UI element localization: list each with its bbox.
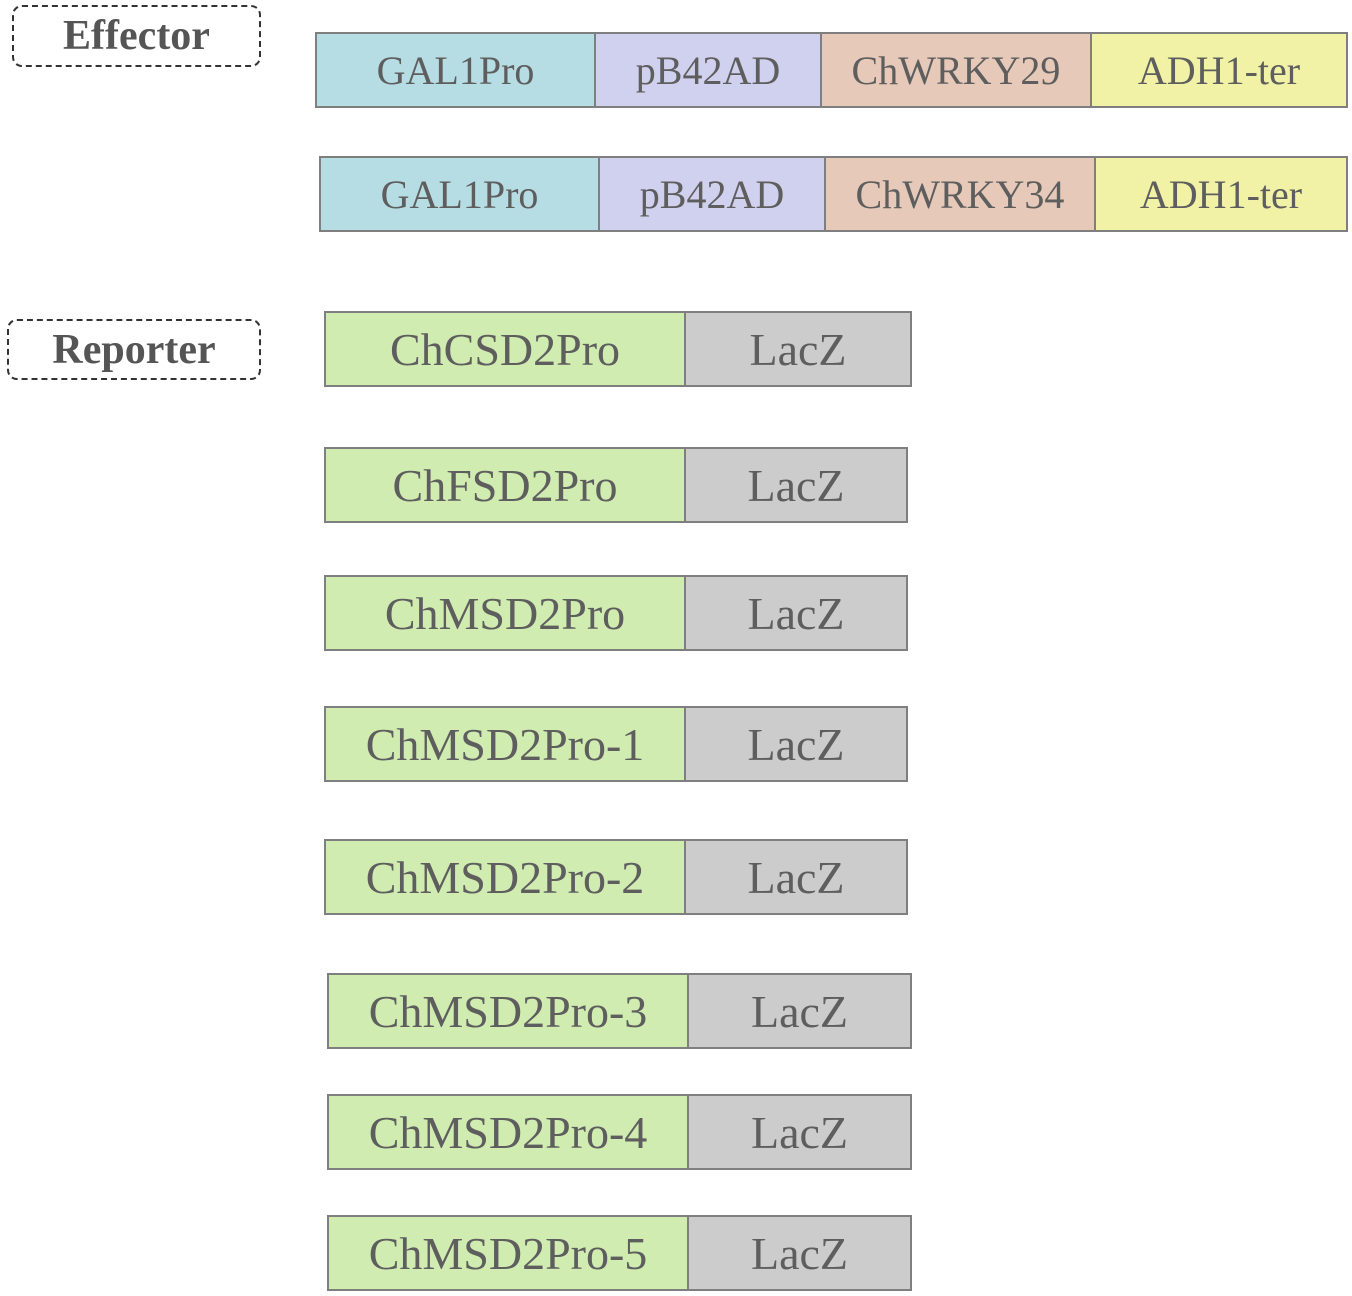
segment-lacz: LacZ: [684, 313, 910, 385]
segment-reporter-promoter: ChFSD2Pro: [326, 449, 684, 521]
segment-lacz: LacZ: [687, 1096, 910, 1168]
reporter-label: Reporter: [7, 319, 261, 380]
segment-reporter-promoter: ChMSD2Pro-2: [326, 841, 684, 913]
segment-wrky-gene: ChWRKY34: [824, 158, 1094, 230]
reporter-construct-chcsd2: ChCSD2Pro LacZ: [324, 311, 912, 387]
effector-construct-wrky29: GAL1Pro pB42AD ChWRKY29 ADH1-ter: [315, 32, 1348, 108]
effector-label: Effector: [12, 5, 261, 67]
segment-activation-domain: pB42AD: [594, 34, 820, 106]
segment-lacz: LacZ: [684, 449, 906, 521]
segment-lacz: LacZ: [687, 975, 910, 1047]
segment-lacz: LacZ: [684, 577, 906, 649]
segment-terminator: ADH1-ter: [1094, 158, 1346, 230]
segment-lacz: LacZ: [684, 708, 906, 780]
segment-lacz: LacZ: [684, 841, 906, 913]
reporter-construct-chmsd2: ChMSD2Pro LacZ: [324, 575, 908, 651]
segment-terminator: ADH1-ter: [1090, 34, 1346, 106]
segment-gal1-promoter: GAL1Pro: [317, 34, 594, 106]
reporter-construct-chmsd2-4: ChMSD2Pro-4 LacZ: [327, 1094, 912, 1170]
segment-reporter-promoter: ChCSD2Pro: [326, 313, 684, 385]
segment-reporter-promoter: ChMSD2Pro-5: [329, 1217, 687, 1289]
segment-gal1-promoter: GAL1Pro: [321, 158, 598, 230]
reporter-construct-chmsd2-1: ChMSD2Pro-1 LacZ: [324, 706, 908, 782]
segment-lacz: LacZ: [687, 1217, 910, 1289]
segment-wrky-gene: ChWRKY29: [820, 34, 1090, 106]
reporter-construct-chfsd2: ChFSD2Pro LacZ: [324, 447, 908, 523]
reporter-construct-chmsd2-2: ChMSD2Pro-2 LacZ: [324, 839, 908, 915]
reporter-construct-chmsd2-5: ChMSD2Pro-5 LacZ: [327, 1215, 912, 1291]
segment-reporter-promoter: ChMSD2Pro-4: [329, 1096, 687, 1168]
segment-reporter-promoter: ChMSD2Pro-1: [326, 708, 684, 780]
segment-reporter-promoter: ChMSD2Pro: [326, 577, 684, 649]
reporter-construct-chmsd2-3: ChMSD2Pro-3 LacZ: [327, 973, 912, 1049]
segment-activation-domain: pB42AD: [598, 158, 824, 230]
segment-reporter-promoter: ChMSD2Pro-3: [329, 975, 687, 1047]
effector-construct-wrky34: GAL1Pro pB42AD ChWRKY34 ADH1-ter: [319, 156, 1348, 232]
